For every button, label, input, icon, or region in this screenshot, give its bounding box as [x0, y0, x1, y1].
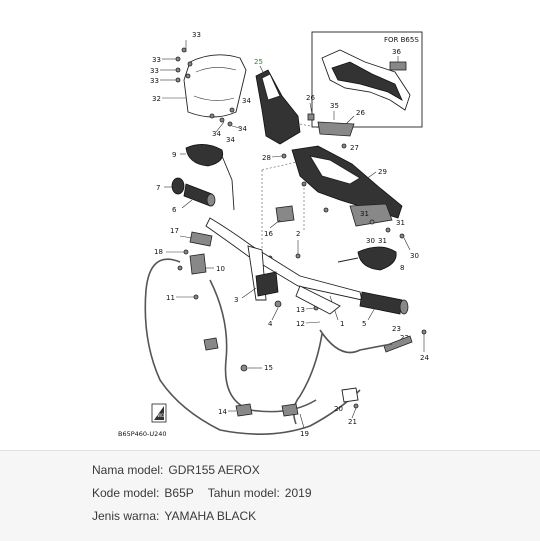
- callout-4: 4: [268, 320, 273, 328]
- color-value: YAMAHA BLACK: [164, 509, 257, 523]
- callout-14: 14: [218, 408, 227, 416]
- callout-23: 23: [392, 325, 401, 333]
- callout-34-a: 34: [242, 97, 251, 105]
- callout-28: 28: [262, 154, 271, 162]
- callout-25: 25: [254, 58, 263, 66]
- callout-33-d: 33: [150, 77, 159, 85]
- callout-20: 20: [334, 405, 343, 413]
- grille-part: [317, 121, 355, 137]
- lever-holder-part: [275, 205, 295, 223]
- clamp-15-part: [203, 337, 219, 351]
- callout-34-b: 34: [238, 125, 247, 133]
- bracket-20-part: [341, 387, 359, 403]
- callout-7: 7: [156, 184, 160, 192]
- callout-18: 18: [154, 248, 163, 256]
- model-info-panel: Nama model: GDR155 AEROX Kode model: B65P T…: [0, 450, 540, 541]
- callout-29: 29: [378, 168, 387, 176]
- model-year-value: 2019: [284, 486, 312, 500]
- callout-31-b: 31: [396, 219, 405, 227]
- callout-21: 21: [348, 418, 357, 426]
- right-grip-part: [359, 291, 403, 315]
- front-cover-highlight: [261, 73, 281, 101]
- callout-26-a: 26: [306, 94, 315, 102]
- callout-1: 1: [340, 320, 344, 328]
- parts-diagram: FOR B65S 36 33 33 33 33 32 34 34 34 34 2…: [118, 31, 430, 438]
- model-name-label: Nama model:: [92, 463, 164, 477]
- brake-cable: [144, 258, 361, 435]
- adjuster-part: [383, 335, 413, 353]
- grip-end-part: [171, 177, 185, 195]
- model-code-row: Kode model: B65P Tahun model: 2019: [92, 486, 312, 500]
- callout-34-d: 34: [226, 136, 235, 144]
- inset-tag: [389, 61, 407, 71]
- exploded-view-drawing: FOR B65S 36 33 33 33 33 32 34 34 34 34 2…: [118, 31, 429, 438]
- callout-8: 8: [400, 264, 404, 272]
- callout-5: 5: [362, 320, 366, 328]
- callout-15: 15: [264, 364, 273, 372]
- left-lever-bracket: [189, 231, 213, 247]
- callout-33-b: 33: [152, 56, 161, 64]
- callout-6: 6: [172, 206, 177, 214]
- callout-3: 3: [234, 296, 238, 304]
- callout-34-c: 34: [212, 130, 221, 138]
- fwd-mark-text: FWD: [155, 413, 164, 418]
- callout-13: 13: [296, 306, 305, 314]
- callout-9: 9: [172, 151, 176, 159]
- callout-33-a: 33: [192, 31, 201, 39]
- right-switch-part: [255, 271, 279, 297]
- handlebar-part: [205, 217, 363, 301]
- windscreen-part: [183, 54, 247, 118]
- clamp-19-part: [281, 403, 299, 417]
- fwd-arrow-icon: [154, 406, 164, 420]
- callout-33-c: 33: [150, 67, 159, 75]
- model-name-value: GDR155 AEROX: [168, 463, 260, 477]
- model-code-label: Kode model:: [92, 486, 160, 500]
- switch-part: [189, 253, 207, 275]
- handle-cover-light: [309, 155, 361, 185]
- callout-12: 12: [296, 320, 305, 328]
- inset-cover-dark: [331, 61, 403, 101]
- callout-11: 11: [166, 294, 175, 302]
- right-lever-part: [295, 285, 341, 315]
- model-code-value: B65P: [164, 486, 194, 500]
- model-name-row: Nama model: GDR155 AEROX: [92, 463, 260, 477]
- callout-17: 17: [170, 227, 179, 235]
- callout-36: 36: [392, 48, 401, 56]
- callout-35: 35: [330, 102, 339, 110]
- throttle-cable-b: [319, 329, 393, 354]
- callout-19: 19: [300, 430, 309, 438]
- callout-24: 24: [420, 354, 429, 362]
- diagram-code: B65P460-U240: [118, 430, 167, 438]
- callout-10: 10: [216, 265, 225, 273]
- throttle-cable-c: [292, 333, 323, 425]
- color-label: Jenis warna:: [92, 509, 160, 523]
- right-mirror-part: [357, 246, 397, 271]
- color-row: Jenis warna: YAMAHA BLACK: [92, 509, 256, 523]
- callout-16: 16: [264, 230, 273, 238]
- callout-30-a: 30: [366, 237, 375, 245]
- cover-bracket: [349, 203, 393, 227]
- callout-2: 2: [296, 230, 300, 238]
- callout-30-b: 30: [410, 252, 419, 260]
- callout-27: 27: [350, 144, 359, 152]
- callout-31-a: 31: [360, 210, 369, 218]
- model-year-label: Tahun model:: [207, 486, 280, 500]
- left-mirror-part: [185, 144, 224, 167]
- clamp-14-part: [235, 403, 253, 417]
- callout-31-c: 31: [378, 237, 387, 245]
- callout-32: 32: [152, 95, 161, 103]
- callout-26-b: 26: [356, 109, 365, 117]
- inset-title: FOR B65S: [384, 36, 419, 44]
